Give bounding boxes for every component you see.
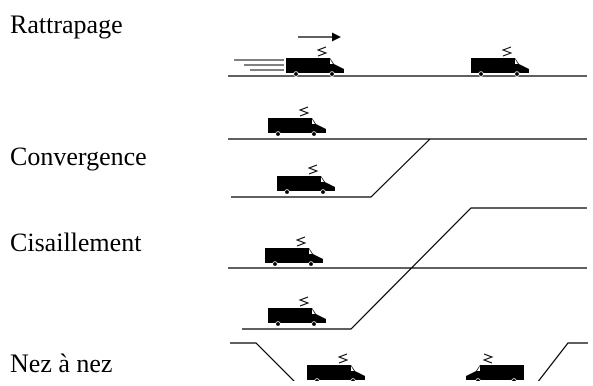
scenario-rattrapage: [228, 32, 587, 77]
speed-lines: [234, 59, 284, 71]
arrow-right-icon: [298, 32, 341, 42]
scenario-label-rattrapage: Rattrapage: [10, 10, 123, 39]
crossing-road-line: [242, 207, 587, 330]
trolleybus-icon: [306, 353, 366, 384]
trolleybus-icon: [264, 236, 324, 267]
trolleybus-icon: [470, 46, 530, 77]
road-right-edge: [536, 342, 588, 384]
scenario-cisaillement: [228, 207, 587, 330]
scenario-nez-a-nez: [230, 342, 588, 384]
scenario-label-convergence: Convergence: [10, 142, 147, 171]
trolleybus-icon: [276, 164, 336, 195]
merging-road-line: [231, 138, 431, 198]
trolleybus-icon: [285, 46, 345, 77]
trolleybus-icon: [267, 296, 327, 327]
road-left-edge: [230, 342, 297, 384]
trolleybus-icon: [267, 106, 327, 137]
scenario-label-nez-a-nez: Nez à nez: [10, 349, 113, 378]
scenario-label-cisaillement: Cisaillement: [10, 228, 142, 257]
trolleybus-icon: [465, 353, 525, 384]
scenario-convergence: [228, 106, 587, 198]
